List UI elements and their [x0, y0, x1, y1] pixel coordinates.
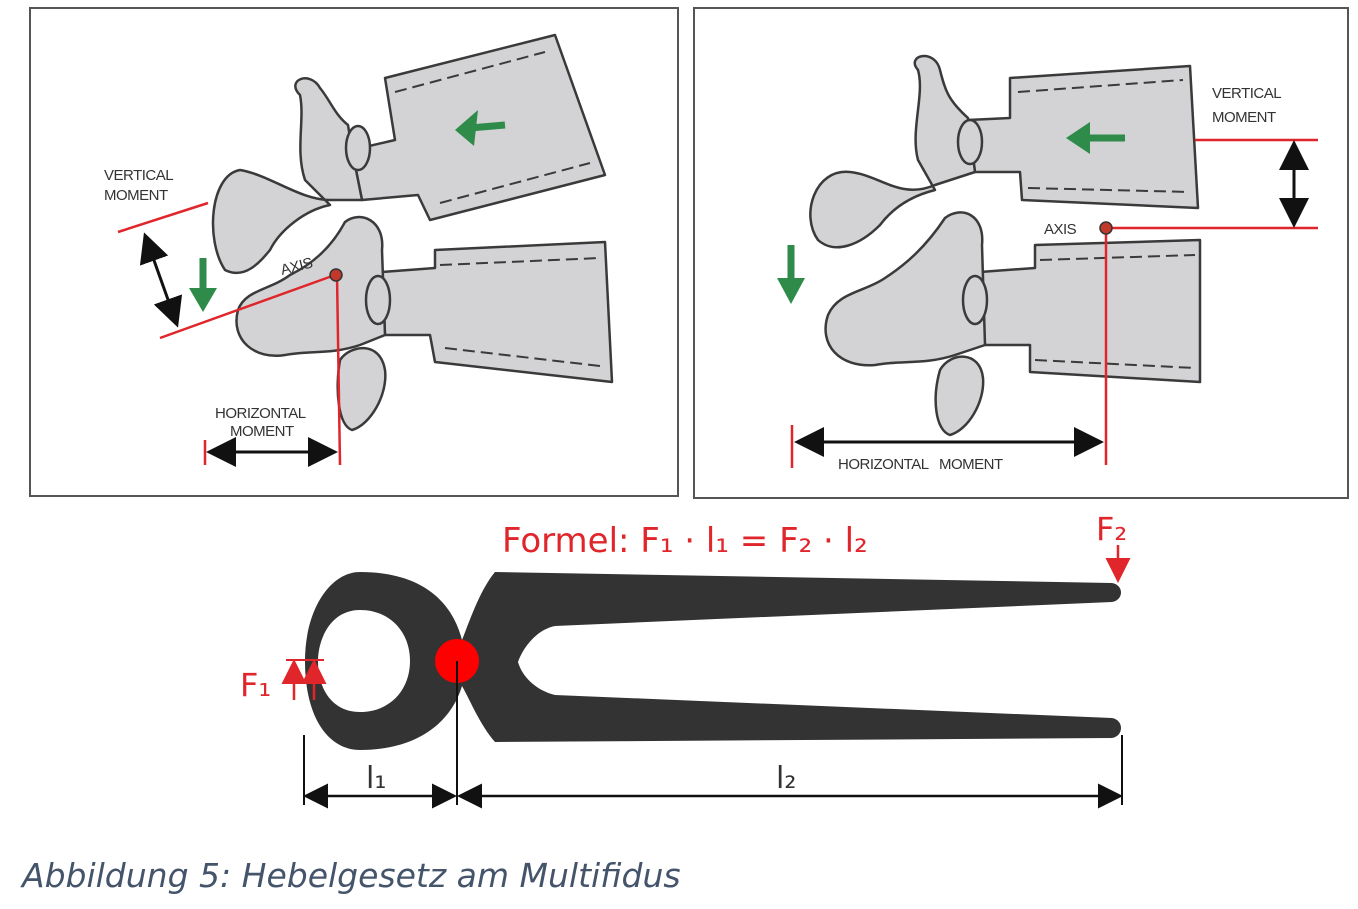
left-horizontal-moment-label-2: MOMENT: [230, 423, 294, 440]
left-upper-pedicle: [344, 124, 372, 172]
left-vertical-moment-line-upper: [117, 201, 209, 234]
right-lower-pedicle: [961, 274, 989, 326]
right-axis-label: AXIS: [1044, 221, 1077, 238]
f2-label: F₂: [1096, 510, 1127, 548]
left-upper-posterior-element: [211, 77, 364, 275]
right-lower-vertebral-body: [978, 238, 1202, 384]
right-vertical-moment-label-2: MOMENT: [1212, 109, 1276, 126]
left-vertical-moment-label-2: MOMENT: [104, 187, 168, 204]
left-vertical-moment-line-lower: [159, 273, 336, 340]
l1-label: l₁: [366, 761, 386, 796]
right-horizontal-moment-label: HORIZONTAL MOMENT: [838, 456, 1003, 473]
right-spinous-process: [934, 355, 985, 437]
left-lower-posterior-element: [235, 215, 387, 358]
left-axis-point: [329, 268, 343, 282]
lever-formula: Formel: F₁ · l₁ = F₂ · l₂: [502, 521, 868, 561]
right-axis-point: [1099, 221, 1113, 235]
f1-label: F₁: [240, 666, 271, 704]
left-lower-pedicle: [364, 274, 392, 326]
right-lower-posterior-element: [824, 211, 987, 367]
left-vertical-moment-label-1: VERTICAL: [104, 167, 173, 184]
right-upper-pedicle: [956, 118, 984, 166]
left-axis-drop-line: [335, 274, 342, 466]
left-lower-vertebral-body: [380, 240, 614, 384]
left-spine-panel: VERTICAL MOMENT AXIS HORIZONTAL MOMENT: [29, 7, 679, 497]
left-vertical-moment-arrow: [139, 232, 183, 328]
pincer-silhouette: [305, 572, 1121, 750]
left-horizontal-moment-label-1: HORIZONTAL: [215, 405, 306, 422]
figure-caption: Abbildung 5: Hebelgesetz am Multifidus: [22, 856, 681, 895]
l2-label: l₂: [776, 761, 796, 796]
lever-diagram: Formel: F₁ · l₁ = F₂ · l₂ F₁ F₂ l₁ l₂: [240, 510, 1131, 809]
right-spine-panel: VERTICAL MOMENT AXIS HORIZONTAL MOMENT: [693, 7, 1349, 499]
right-vertical-moment-label-1: VERTICAL: [1212, 85, 1281, 102]
right-upper-posterior-element: [809, 54, 977, 249]
